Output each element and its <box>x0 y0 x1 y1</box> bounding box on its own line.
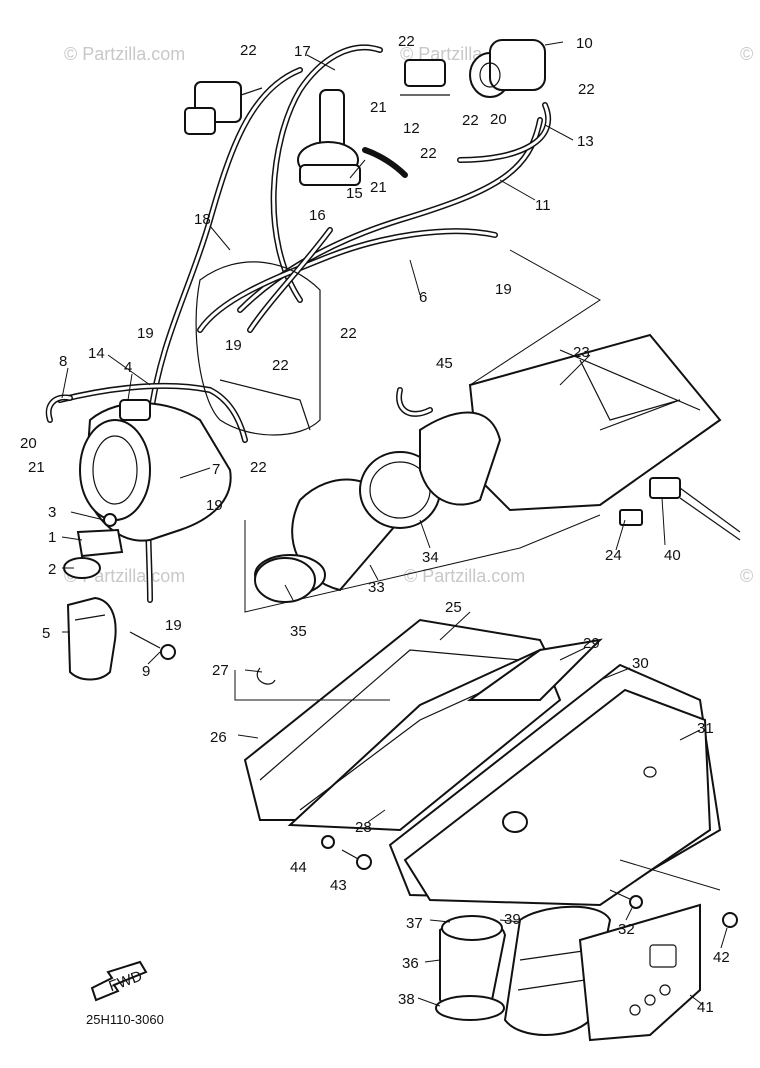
callout-42: 42 <box>713 949 730 966</box>
solenoid-valve-top-left <box>184 81 263 135</box>
callout-2: 2 <box>48 561 56 578</box>
callout-6: 6 <box>419 289 427 306</box>
watermark-top-right: © <box>740 44 754 64</box>
callout-22-h: 22 <box>250 459 267 476</box>
fwd-arrow-icon: FWD <box>90 960 148 1002</box>
callout-23: 23 <box>573 344 590 361</box>
part-9-bolt <box>129 631 176 660</box>
callout-44: 44 <box>290 859 307 876</box>
callout-19-b: 19 <box>137 325 154 342</box>
part-43-bolt <box>341 849 372 870</box>
watermark-top-left: © Partzilla.com <box>64 44 186 64</box>
part-29-filter <box>466 638 603 701</box>
callout-20-b: 20 <box>490 111 507 128</box>
callout-45: 45 <box>436 355 453 372</box>
hose-6 <box>197 228 498 333</box>
callout-39: 39 <box>504 911 521 928</box>
hose-45 <box>396 387 433 417</box>
callout-19-e: 19 <box>165 617 182 634</box>
callout-19-d: 19 <box>206 497 223 514</box>
part-24-block <box>619 509 643 526</box>
callout-27: 27 <box>212 662 229 679</box>
callout-12: 12 <box>403 120 420 137</box>
callout-43: 43 <box>330 877 347 894</box>
callout-22-g: 22 <box>272 357 289 374</box>
callout-10: 10 <box>576 35 593 52</box>
callout-24: 24 <box>605 547 622 564</box>
callout-40: 40 <box>664 547 681 564</box>
part-1-gasket <box>76 528 124 558</box>
engine-block-outline <box>195 261 321 436</box>
part-42-bolt <box>722 912 738 928</box>
callout-21-c: 21 <box>370 179 387 196</box>
callout-35: 35 <box>290 623 307 640</box>
callout-14: 14 <box>88 345 105 362</box>
callout-8: 8 <box>59 353 67 370</box>
part-44-washer <box>321 835 335 849</box>
callout-4: 4 <box>124 359 132 376</box>
part-31-outer-cover <box>403 688 712 907</box>
watermark-mid-center: © Partzilla.com <box>404 566 526 586</box>
callout-19: 19 <box>495 281 512 298</box>
callout-25: 25 <box>445 599 462 616</box>
hose-17 <box>270 44 383 303</box>
callout-37: 37 <box>406 915 423 932</box>
callout-19-c: 19 <box>225 337 242 354</box>
part-5-carb-cover <box>66 596 117 681</box>
callout-17: 17 <box>294 43 311 60</box>
callout-22: 22 <box>240 42 257 59</box>
callout-21: 21 <box>28 459 45 476</box>
callout-34: 34 <box>422 549 439 566</box>
callout-28: 28 <box>355 819 372 836</box>
callout-31: 31 <box>697 720 714 737</box>
callout-3: 3 <box>48 504 56 521</box>
callout-21-b: 21 <box>370 99 387 116</box>
part-32-bolt <box>609 889 643 909</box>
callout-41: 41 <box>697 999 714 1016</box>
callout-13: 13 <box>577 133 594 150</box>
carburetor-body <box>79 399 232 542</box>
callout-22-e: 22 <box>420 145 437 162</box>
callout-26: 26 <box>210 729 227 746</box>
callout-11: 11 <box>535 197 551 214</box>
intake-tube <box>419 411 502 506</box>
part-35-clamp <box>254 557 316 603</box>
callout-20: 20 <box>20 435 37 452</box>
part-41-guard <box>578 903 701 1042</box>
hose-14 <box>57 382 248 443</box>
hose-15 <box>362 147 408 178</box>
callout-16: 16 <box>309 207 326 224</box>
watermark-mid-right: © <box>740 566 754 586</box>
part-40-sensor-lead <box>649 477 741 541</box>
callout-15: 15 <box>346 185 363 202</box>
bracket-near-22 <box>400 59 450 96</box>
callout-36: 36 <box>402 955 419 972</box>
callout-18: 18 <box>194 211 211 228</box>
callout-22-f: 22 <box>340 325 357 342</box>
hose-16 <box>247 227 333 333</box>
callout-38: 38 <box>398 991 415 1008</box>
callout-7: 7 <box>212 461 220 478</box>
callout-30: 30 <box>632 655 649 672</box>
hose-8 <box>45 394 73 423</box>
callout-1: 1 <box>48 529 56 546</box>
callout-32: 32 <box>618 921 635 938</box>
callout-22-c: 22 <box>578 81 595 98</box>
callout-33: 33 <box>368 579 385 596</box>
part-38-band <box>435 995 505 1021</box>
callout-22-d: 22 <box>462 112 479 129</box>
callout-5: 5 <box>42 625 50 642</box>
callout-9: 9 <box>142 663 150 680</box>
callout-29: 29 <box>583 635 600 652</box>
hose-13 <box>457 102 552 163</box>
part-23-air-box-top <box>468 333 722 512</box>
diagram-code: 25H110-3060 <box>86 1012 164 1027</box>
callout-22-b: 22 <box>398 33 415 50</box>
part-10-switching-valve <box>469 39 546 98</box>
vacuum-valve-center <box>297 89 361 186</box>
part-3-screw <box>103 513 117 527</box>
part-27-seal <box>256 667 276 685</box>
